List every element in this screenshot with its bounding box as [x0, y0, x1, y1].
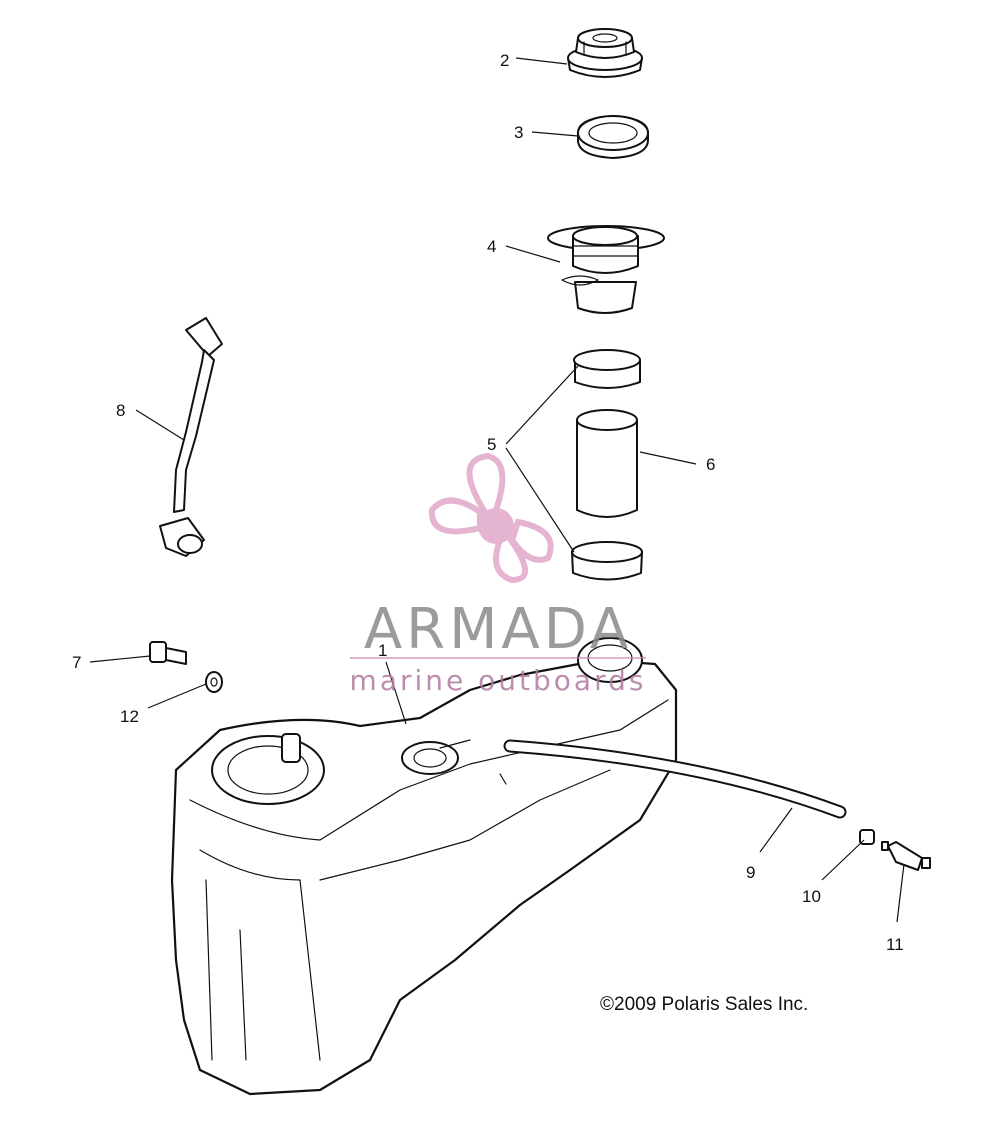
- bolt-part: [149, 641, 187, 665]
- watermark-title: ARMADA: [364, 597, 632, 662]
- callout-5: 5: [487, 435, 496, 454]
- fitting-part: [881, 841, 931, 871]
- callout-9: 9: [746, 863, 755, 882]
- leader-lines: [89, 57, 905, 923]
- callout-2: 2: [500, 51, 509, 70]
- callout-10: 10: [802, 887, 821, 906]
- callout-3: 3: [514, 123, 523, 142]
- watermark: ARMADA marine outboards: [350, 452, 647, 697]
- callout-1: 1: [378, 641, 387, 660]
- callout-8: 8: [116, 401, 125, 420]
- drain-hose-part: [503, 739, 847, 819]
- hose-clamp-upper-part: [573, 349, 641, 389]
- filler-neck-part: [547, 225, 665, 314]
- callout-7: 7: [72, 653, 81, 672]
- washer-part: [205, 671, 223, 693]
- filler-hose-part: [576, 409, 638, 518]
- watermark-subtitle: marine outboards: [350, 664, 647, 697]
- callout-6: 6: [706, 455, 715, 474]
- callout-11: 11: [886, 935, 904, 954]
- callout-4: 4: [487, 237, 496, 256]
- gasket-ring-part: [577, 115, 649, 159]
- callout-labels: 1 2 3 4 5 6 7 8 9 10 11 12: [72, 51, 904, 954]
- propeller-icon: [428, 452, 554, 584]
- fuel-cap-part: [567, 28, 643, 78]
- copyright-notice: ©2009 Polaris Sales Inc.: [600, 994, 808, 1015]
- callout-12: 12: [120, 707, 139, 726]
- fuel-tank-part: [170, 637, 678, 1096]
- hose-clamp-lower-part: [571, 541, 643, 581]
- vent-line-part: [159, 317, 223, 557]
